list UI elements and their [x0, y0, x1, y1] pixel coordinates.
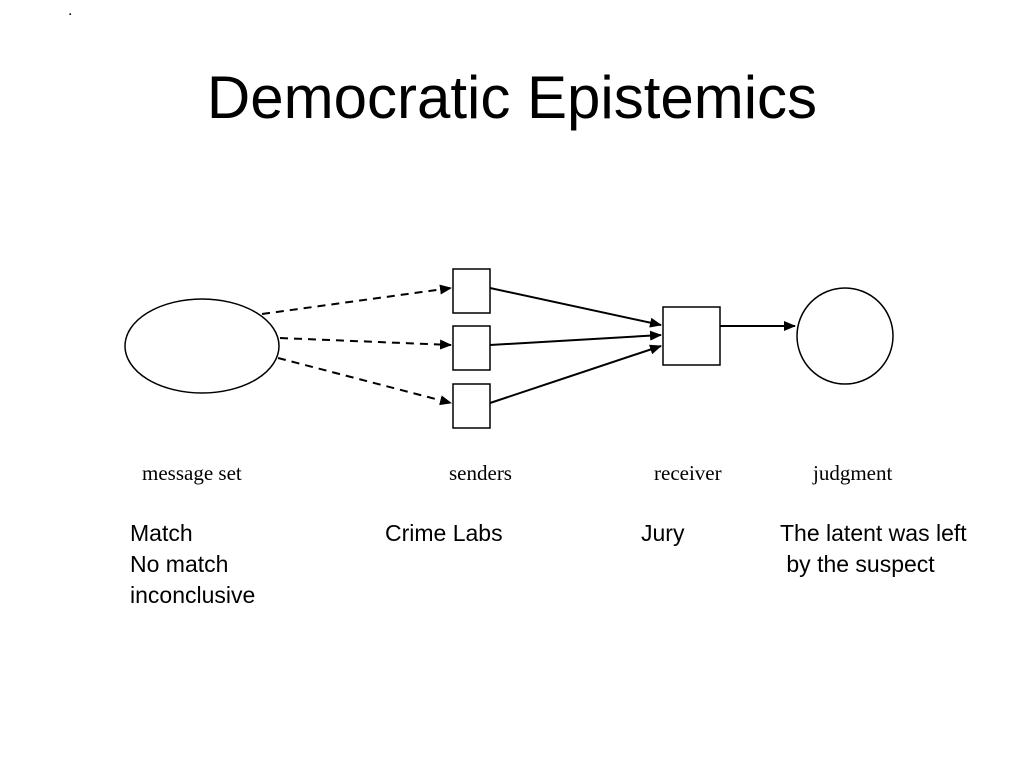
receiver-box [662, 306, 721, 366]
slide-title: Democratic Epistemics [206, 64, 818, 131]
sender-box-bottom [452, 383, 491, 429]
example-crime-labs: Crime Labs [385, 520, 503, 546]
dashed-arrow-middle [279, 337, 452, 350]
sender-arrow-middle [489, 330, 662, 346]
label-message-set: message set [142, 461, 242, 485]
slide-marker: . [68, 2, 73, 19]
example-judgment-line1: The latent was left [780, 520, 967, 546]
label-judgment: judgment [813, 461, 893, 485]
label-senders: senders [449, 461, 512, 485]
message-set-ellipse [124, 298, 280, 394]
sender-arrow-top [489, 287, 662, 328]
label-receiver: receiver [654, 461, 722, 485]
dashed-arrow-bottom [277, 357, 452, 406]
sender-box-top [452, 268, 491, 314]
example-jury: Jury [641, 520, 685, 546]
dashed-arrow-top [261, 284, 452, 315]
sender-box-middle [452, 325, 491, 371]
example-judgment-line2: by the suspect [780, 551, 935, 577]
sender-arrow-bottom [489, 344, 662, 404]
example-inconclusive: inconclusive [130, 582, 256, 608]
example-no-match: No match [130, 551, 229, 577]
example-match: Match [130, 520, 193, 546]
judgment-circle [796, 287, 894, 385]
